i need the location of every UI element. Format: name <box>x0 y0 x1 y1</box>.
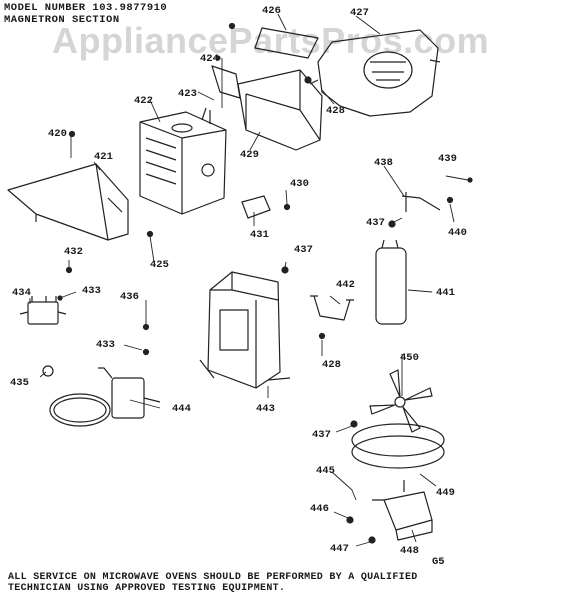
callout-423: 423 <box>178 88 197 100</box>
callout-436: 436 <box>120 291 139 303</box>
part-421-shield <box>7 163 129 241</box>
part-429-air-duct <box>211 65 323 151</box>
callout-433-upper: 433 <box>82 285 101 297</box>
callout-450: 450 <box>400 352 419 364</box>
service-notice-line-2: TECHNICIAN USING APPROVED TESTING EQUIPM… <box>8 583 286 594</box>
callout-437-lower: 437 <box>312 429 331 441</box>
callout-433-lower: 433 <box>96 339 115 351</box>
callout-448: 448 <box>400 545 419 557</box>
callout-leaders <box>29 13 469 547</box>
callout-431: 431 <box>250 229 269 241</box>
callout-427: 427 <box>350 7 369 19</box>
part-444-diode-lead <box>49 367 161 427</box>
callout-422: 422 <box>134 95 153 107</box>
callout-440: 440 <box>448 227 467 239</box>
part-450-fan-blade <box>369 369 433 433</box>
watermark: AppliancePartsPros.com <box>52 20 490 61</box>
callout-430: 430 <box>290 178 309 190</box>
service-notice: ALL SERVICE ON MICROWAVE OVENS SHOULD BE… <box>8 572 418 594</box>
part-438-diode <box>401 192 441 212</box>
part-449-fan-shroud <box>351 423 445 469</box>
part-448-fan-motor <box>372 480 433 541</box>
callout-442: 442 <box>336 279 355 291</box>
callout-424: 424 <box>200 53 219 65</box>
callout-443: 443 <box>256 403 275 415</box>
callout-428-lower: 428 <box>322 359 341 371</box>
callout-428-upper: 428 <box>326 105 345 117</box>
callout-435: 435 <box>10 377 29 389</box>
part-422-magnetron <box>139 107 227 215</box>
callout-432: 432 <box>64 246 83 258</box>
callout-421: 421 <box>94 151 113 163</box>
callout-438: 438 <box>374 157 393 169</box>
callout-426: 426 <box>262 5 281 17</box>
callout-449: 449 <box>436 487 455 499</box>
part-441-capacitor <box>375 239 407 325</box>
part-442-capacitor-clamp <box>310 295 354 321</box>
callout-429: 429 <box>240 149 259 161</box>
part-434-thermal-cutout <box>19 296 67 325</box>
service-notice-line-1: ALL SERVICE ON MICROWAVE OVENS SHOULD BE… <box>8 572 418 583</box>
part-443-transformer <box>199 271 291 389</box>
callout-434: 434 <box>12 287 31 299</box>
callout-439: 439 <box>438 153 457 165</box>
figure-id: G5 <box>432 556 445 568</box>
callout-445: 445 <box>316 465 335 477</box>
callout-420: 420 <box>48 128 67 140</box>
callout-437-upper: 437 <box>294 244 313 256</box>
callout-425: 425 <box>150 259 169 271</box>
part-427-blower-fan <box>309 29 441 117</box>
part-426-plate <box>254 27 319 59</box>
callout-447: 447 <box>330 543 349 555</box>
callout-446: 446 <box>310 503 329 515</box>
section-title: MAGNETRON SECTION <box>4 14 120 26</box>
callout-437-middle: 437 <box>366 217 385 229</box>
part-431-bracket <box>241 195 271 219</box>
callout-441: 441 <box>436 287 455 299</box>
model-number-label: MODEL NUMBER 103.9877910 <box>4 2 168 14</box>
callout-444: 444 <box>172 403 191 415</box>
hardware-screws <box>57 22 473 544</box>
part-435-washer <box>42 365 54 377</box>
